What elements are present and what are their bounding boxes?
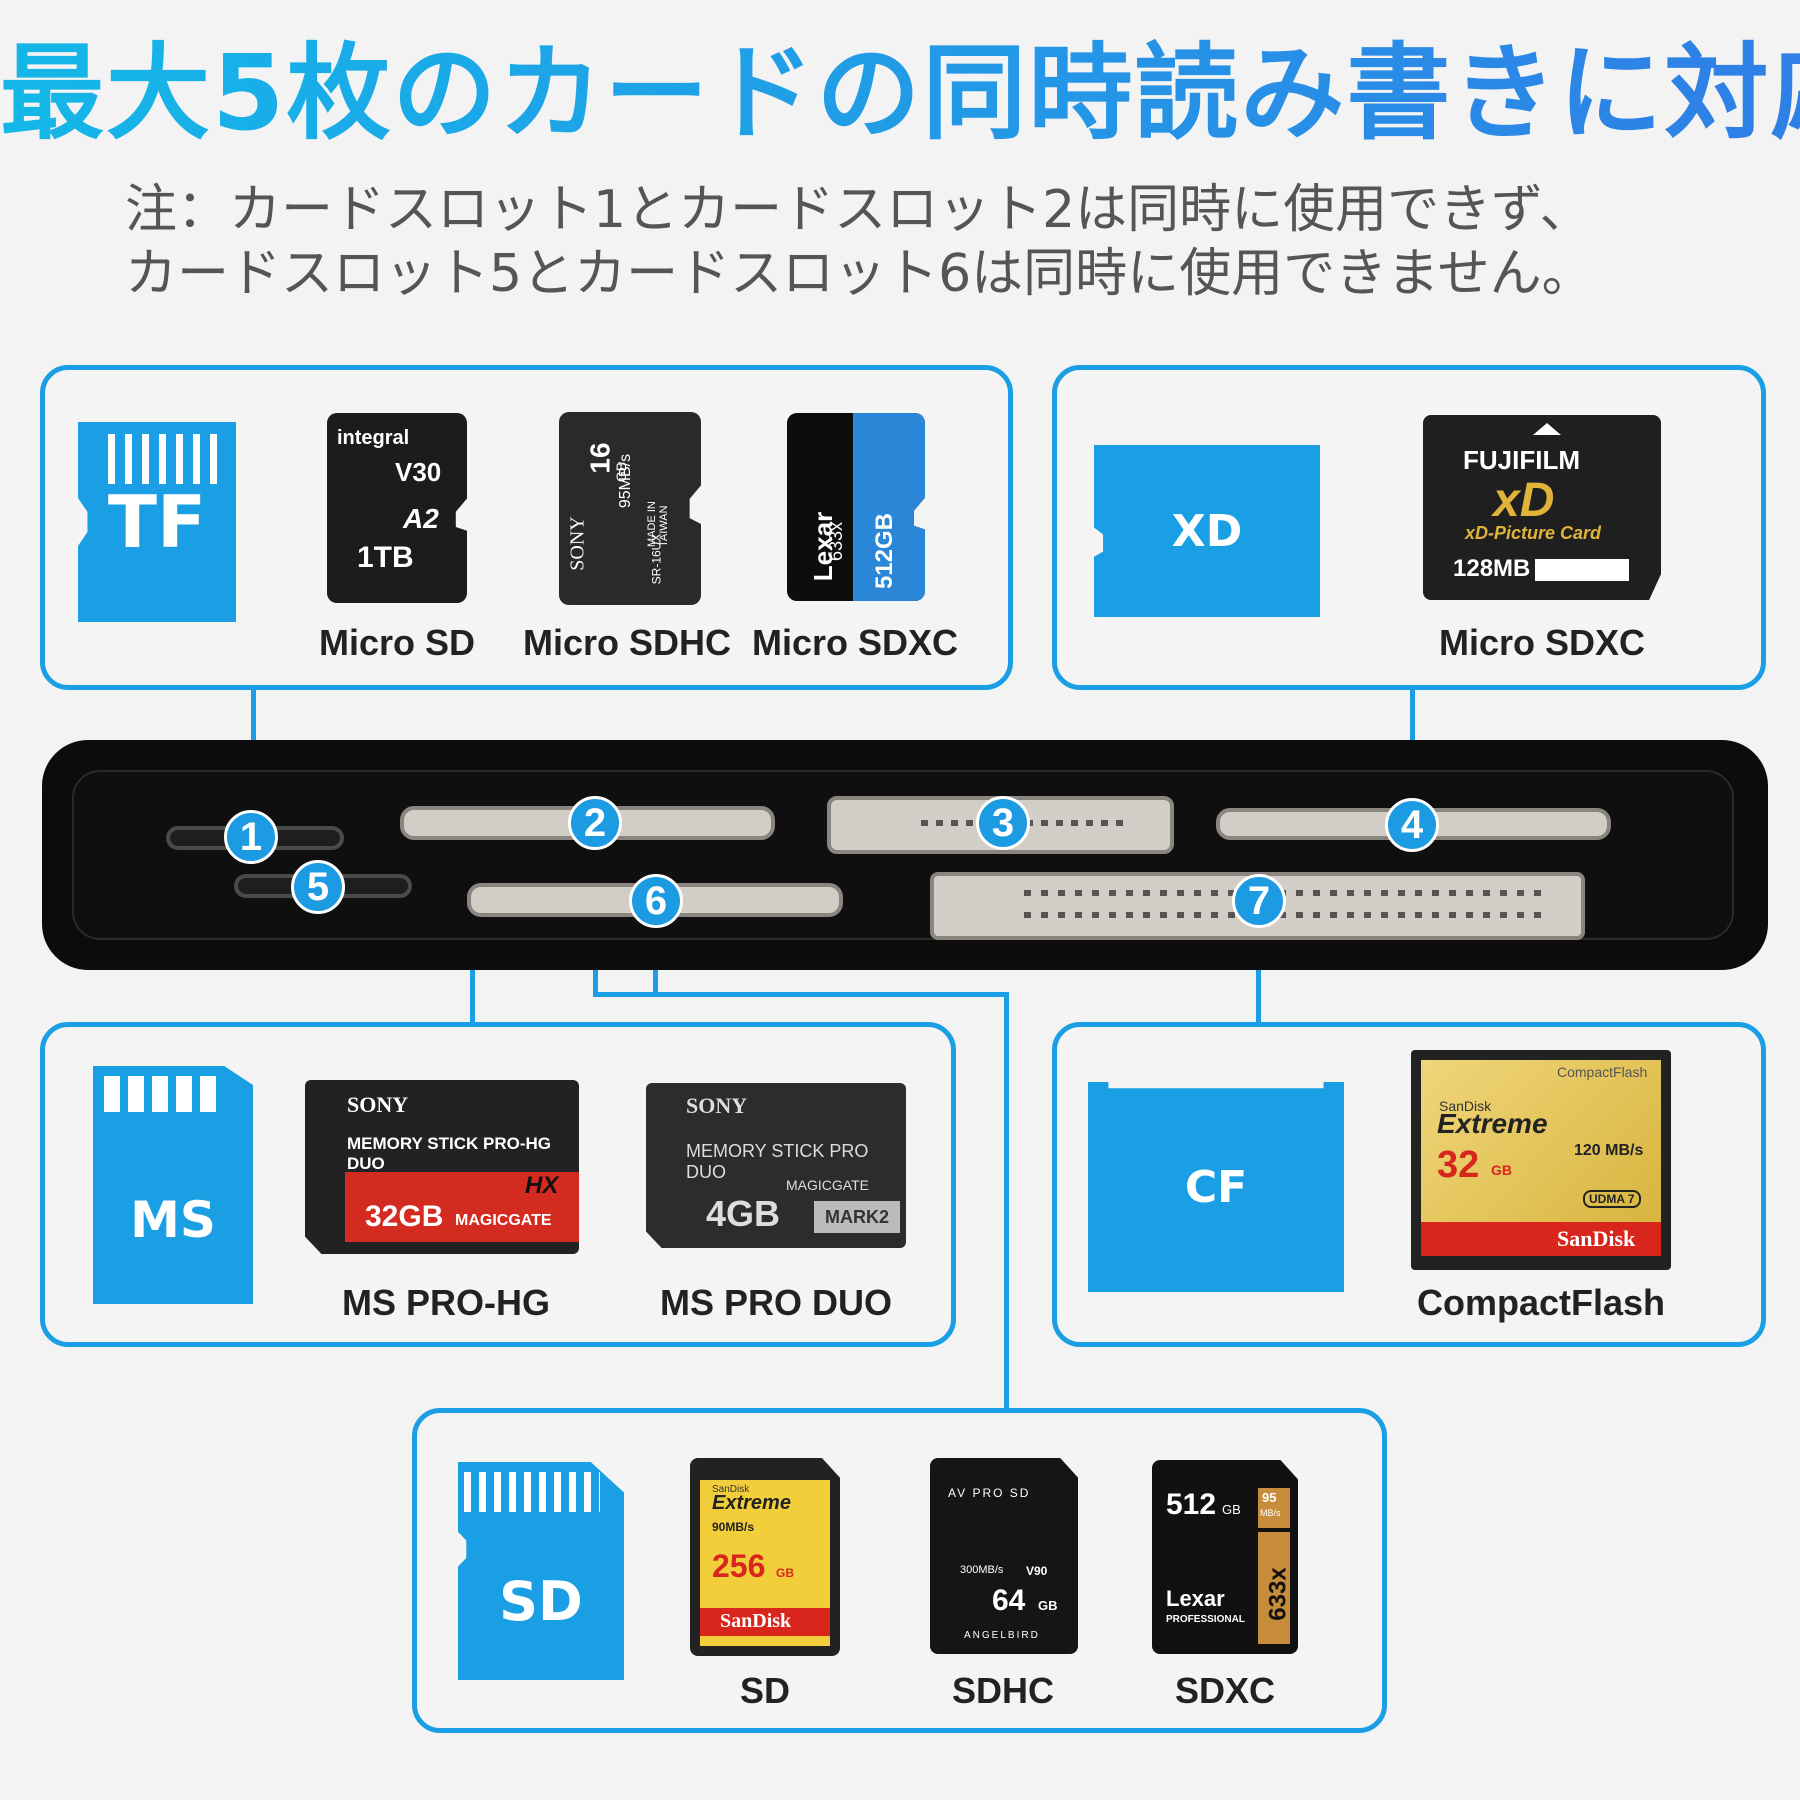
lexar-sdxc-card: 512 GB 95 MB/s 633x Lexar PROFESSIONAL (1152, 1460, 1298, 1654)
connector-line (251, 687, 256, 785)
ms-pro-hg-card: SONY MEMORY STICK PRO-HG DUO HX 32GB MAG… (305, 1080, 579, 1254)
slot-badge-6: 6 (629, 874, 683, 928)
page-title: 最大5枚のカードの同時読み書きに対応 (0, 28, 1800, 158)
connector-line (593, 992, 1008, 997)
connector-line (1004, 992, 1009, 1410)
card-label-sd: SD (739, 1670, 790, 1711)
slot-badge-5: 5 (291, 860, 345, 914)
slot-badge-4: 4 (1385, 798, 1439, 852)
note-line-2: カードスロット5とカードスロット6は同時に使用できません。 (125, 244, 1594, 304)
card-label-micro-sdxc: Micro SDXC (751, 622, 959, 663)
card-label-micro-sd: Micro SD (318, 622, 476, 663)
card-label-sdxc: SDXC (1174, 1670, 1276, 1711)
compactflash-card: CompactFlash SanDisk Extreme 32 GB 120 M… (1411, 1050, 1671, 1270)
micro-sd-card: integral V30 A2 1TB (327, 413, 467, 603)
card-label-ms-pro-duo: MS PRO DUO (659, 1282, 892, 1323)
sanisk-sd-card: SanDisk Extreme 90MB/s 256 GB SanDisk (690, 1458, 840, 1656)
ms-icon-pins (104, 1076, 222, 1112)
slot-badge-7: 7 (1232, 874, 1286, 928)
xd-picture-card: FUJIFILM xD xD-Picture Card 128MB (1423, 415, 1661, 600)
tf-icon-pins (108, 434, 220, 484)
card-label-xd: Micro SDXC (1438, 622, 1646, 663)
micro-sdhc-card: SONY 16 GB 95MB/s MADE IN TAIWAN SR-16UX (559, 412, 701, 605)
card-label-sdhc: SDHC (951, 1670, 1054, 1711)
card-label-ms-pro-hg: MS PRO-HG (341, 1282, 550, 1323)
slot-badge-3: 3 (976, 796, 1030, 850)
slot-badge-2: 2 (568, 796, 622, 850)
card-label-micro-sdhc: Micro SDHC (522, 622, 732, 663)
card-label-compactflash: CompactFlash (1416, 1282, 1666, 1323)
ms-pro-duo-card: SONY MEMORY STICK PRO DUO MAGICGATE 4GB … (646, 1083, 906, 1248)
slot-badge-1: 1 (224, 810, 278, 864)
triangle-icon (1533, 423, 1561, 435)
micro-sdxc-card: Lexar 633x 512GB (787, 413, 925, 601)
cf-icon: CF (1088, 1082, 1344, 1292)
angelbird-sdhc-card: AV PRO SD 300MB/s V90 64 GB ANGELBIRD (930, 1458, 1078, 1654)
sd-icon-pins (464, 1472, 600, 1512)
xd-icon: XD (1094, 445, 1320, 617)
note-line-1: 注：カードスロット1とカードスロット2は同時に使用できず、 (125, 180, 1592, 240)
